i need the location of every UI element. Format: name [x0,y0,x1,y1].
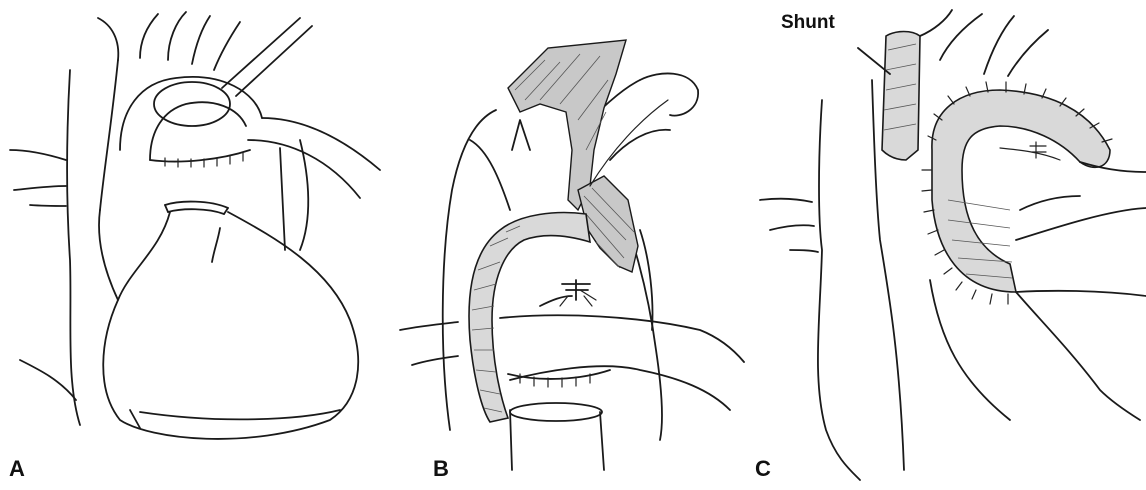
panel-c-illustration [760,10,1146,480]
panel-b-illustration [400,40,744,470]
panel-label-c: C [755,456,771,482]
panel-label-a: A [9,456,25,482]
shunt-graft [882,32,920,161]
shunt-label: Shunt [781,12,835,34]
arch-graft [932,90,1110,292]
panel-label-b: B [433,456,449,482]
panel-a-illustration [10,12,380,439]
